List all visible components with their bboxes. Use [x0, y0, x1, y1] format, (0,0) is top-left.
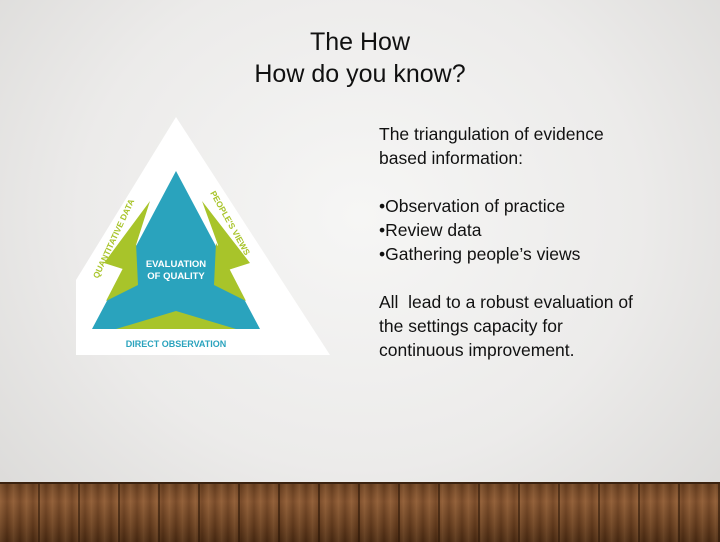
inner-teal-triangle	[92, 171, 260, 329]
slide-title: The How	[309, 28, 411, 56]
bullet-icon	[379, 244, 385, 264]
body-text: The triangulation of evidence based info…	[379, 122, 709, 362]
intro-line-1: The triangulation of evidence	[379, 124, 604, 144]
intro-line-2: based information:	[379, 148, 523, 168]
wooden-floor	[0, 482, 720, 542]
center-label-line1: EVALUATION	[146, 259, 206, 270]
conclusion-line-2: the settings capacity for	[379, 316, 563, 336]
conclusion-line-1: All lead to a robust evaluation of	[379, 292, 633, 312]
bullet-item: Gathering people’s views	[379, 242, 709, 266]
bullet-item: Review data	[379, 218, 709, 242]
bullet-item: Observation of practice	[379, 194, 709, 218]
center-label-line2: OF QUALITY	[147, 271, 205, 282]
bottom-edge-label: DIRECT OBSERVATION	[126, 339, 227, 349]
bullet-icon	[379, 196, 385, 216]
triangulation-diagram: EVALUATION OF QUALITY QUANTITATIVE DATA …	[30, 115, 332, 362]
bullet-icon	[379, 220, 385, 240]
conclusion-line-3: continuous improvement.	[379, 340, 575, 360]
slide-subtitle: How do you know?	[254, 60, 466, 88]
